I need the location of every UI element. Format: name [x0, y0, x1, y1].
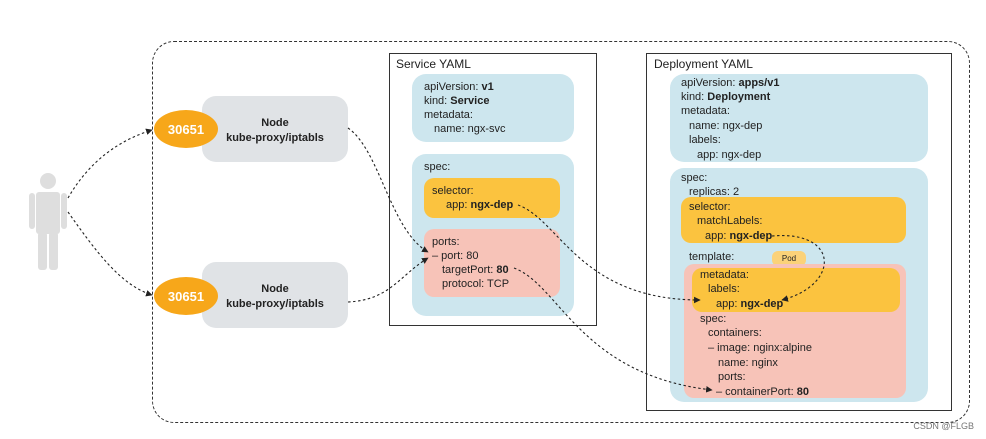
- node-box-1: Node kube-proxy/iptabls: [202, 96, 348, 162]
- deployment-header-block: [670, 74, 928, 162]
- cluster-boundary: [152, 41, 970, 423]
- nodeport-badge-2: 30651: [154, 277, 218, 315]
- service-protocol: protocol: TCP: [442, 278, 510, 290]
- pod-container-ports: ports:: [718, 371, 746, 383]
- deployment-api-version: apiVersion: apps/v1: [681, 77, 780, 89]
- pod-spec: spec:: [700, 313, 727, 325]
- pod-labels-app: app: ngx-dep: [716, 298, 784, 310]
- service-selector-app: app: ngx-dep: [446, 199, 514, 211]
- node-title: Node: [261, 283, 289, 295]
- pod-metadata: metadata:: [700, 269, 749, 281]
- pod-labels: labels:: [708, 283, 740, 295]
- deployment-selector: selector:: [689, 201, 731, 213]
- node-subtitle: kube-proxy/iptabls: [226, 132, 324, 144]
- deployment-labels-app: app: ngx-dep: [697, 149, 762, 161]
- service-metadata: metadata:: [424, 109, 473, 121]
- watermark: CSDN @FLGB: [913, 421, 974, 431]
- arrow-user-to-node1: [67, 128, 153, 199]
- node-title: Node: [261, 117, 289, 129]
- deployment-name: name: ngx-dep: [689, 120, 763, 132]
- service-yaml-title: Service YAML: [396, 57, 471, 71]
- service-ports: ports:: [432, 236, 460, 248]
- nodeport-badge-1: 30651: [154, 110, 218, 148]
- deployment-spec: spec:: [681, 172, 708, 184]
- service-kind: kind: Service: [424, 95, 490, 107]
- pod-container-port: – containerPort: 80: [716, 386, 809, 398]
- deployment-match-labels: matchLabels:: [697, 215, 763, 227]
- service-name: name: ngx-svc: [434, 123, 506, 135]
- service-selector: selector:: [432, 185, 474, 197]
- service-spec: spec:: [424, 161, 451, 173]
- pod-containers: containers:: [708, 327, 762, 339]
- node-subtitle: kube-proxy/iptabls: [226, 298, 324, 310]
- pod-container-name: name: nginx: [718, 357, 778, 369]
- deployment-labels: labels:: [689, 134, 721, 146]
- arrow-user-to-node2: [67, 211, 153, 297]
- deployment-yaml-title: Deployment YAML: [654, 57, 753, 71]
- user-icon: [29, 173, 67, 270]
- service-target-port: targetPort: 80: [442, 264, 509, 276]
- service-port: – port: 80: [432, 250, 479, 262]
- deployment-replicas: replicas: 2: [689, 186, 740, 198]
- deployment-kind: kind: Deployment: [681, 91, 771, 103]
- service-header-block: [412, 74, 574, 142]
- deployment-metadata: metadata:: [681, 105, 730, 117]
- deployment-match-app: app: ngx-dep: [705, 230, 773, 242]
- service-api-version: apiVersion: v1: [424, 81, 494, 93]
- node-box-2: Node kube-proxy/iptabls: [202, 262, 348, 328]
- pod-container-image: – image: nginx:alpine: [708, 342, 812, 354]
- deployment-template: template:: [689, 251, 735, 263]
